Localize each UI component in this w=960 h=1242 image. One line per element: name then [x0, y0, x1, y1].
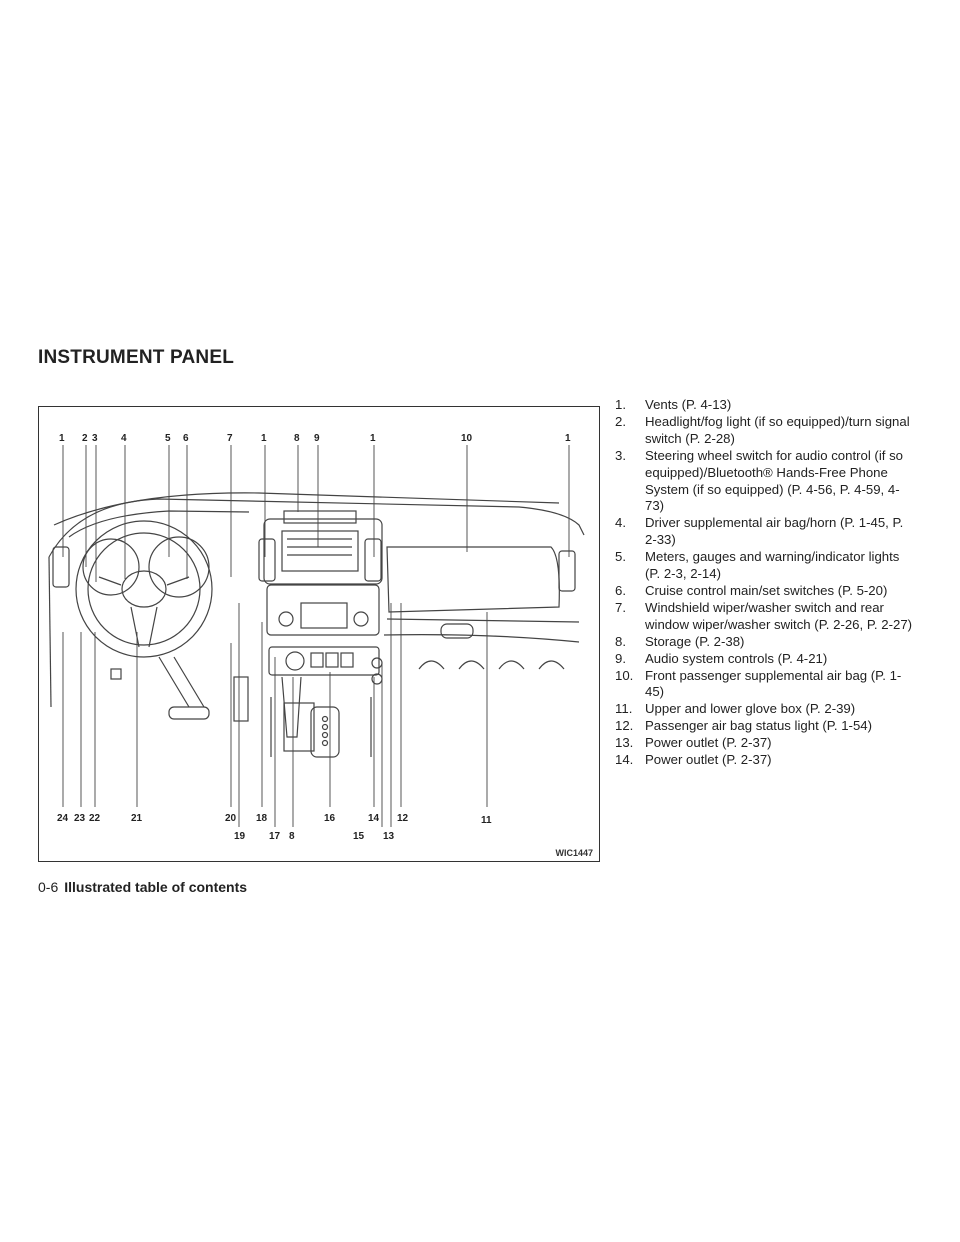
- list-item: 11. Upper and lower glove box (P. 2-39): [615, 701, 915, 718]
- item-text: Cruise control main/set switches (P. 5-2…: [645, 582, 888, 598]
- item-text: Audio system controls (P. 4-21): [645, 650, 828, 666]
- instrument-panel-figure: 1 2 3 4 5 6 7 1 8 9 1 10 1 24 23 22 21 2…: [38, 406, 600, 862]
- callout-label: 19: [234, 831, 246, 842]
- component-list: 1. Vents (P. 4-13) 2. Headlight/fog light …: [615, 397, 915, 769]
- callout-label: 22: [89, 813, 101, 824]
- item-text: Steering wheel switch for audio control …: [645, 447, 904, 514]
- item-number: 2.: [615, 413, 626, 429]
- list-item: 14. Power outlet (P. 2-37): [615, 752, 915, 769]
- callout-label: 1: [261, 433, 267, 444]
- list-item: 2. Headlight/fog light (if so equipped)/t…: [615, 414, 915, 448]
- item-text: Headlight/fog light (if so equipped)/tur…: [645, 413, 910, 446]
- item-text: Storage (P. 2-38): [645, 633, 745, 649]
- callout-label: 7: [227, 433, 233, 444]
- callout-label: 1: [565, 433, 571, 444]
- item-text: Windshield wiper/washer switch and rear …: [645, 599, 913, 632]
- item-number: 11.: [615, 701, 633, 717]
- callout-label: 17: [269, 831, 281, 842]
- callout-label: 4: [121, 433, 127, 444]
- callout-label: 1: [59, 433, 65, 444]
- list-item: 10. Front passenger supplemental air bag …: [615, 668, 915, 702]
- callout-label: 1: [370, 433, 376, 444]
- callout-label: 3: [92, 433, 98, 444]
- page-footer: 0-6 Illustrated table of contents: [38, 879, 247, 895]
- dashboard-illustration: [48, 445, 585, 827]
- item-text: Driver supplemental air bag/horn (P. 1-4…: [645, 515, 904, 548]
- item-text: Front passenger supplemental air bag (P.…: [645, 667, 902, 700]
- item-text: Power outlet (P. 2-37): [645, 752, 772, 768]
- callout-label: 11: [481, 815, 492, 826]
- list-item: 6. Cruise control main/set switches (P. 5…: [615, 583, 915, 600]
- callout-label: 10: [461, 433, 473, 444]
- list-item: 1. Vents (P. 4-13): [615, 397, 915, 414]
- section-title: INSTRUMENT PANEL: [38, 347, 235, 368]
- item-number: 1.: [615, 397, 626, 412]
- item-text: Upper and lower glove box (P. 2-39): [645, 701, 856, 717]
- item-number: 5.: [615, 549, 626, 565]
- item-number: 7.: [615, 599, 626, 615]
- item-text: Passenger air bag status light (P. 1-54): [645, 718, 872, 734]
- callout-label: 21: [131, 813, 143, 824]
- page-number: 0-6: [38, 879, 59, 895]
- callout-label: 12: [397, 813, 409, 824]
- callout-label: 6: [183, 433, 189, 444]
- item-number: 12.: [615, 718, 634, 734]
- figure-code: WIC1447: [555, 848, 593, 858]
- item-number: 9.: [615, 650, 626, 666]
- list-item: 13. Power outlet (P. 2-37): [615, 735, 915, 752]
- item-number: 3.: [615, 447, 626, 463]
- list-item: 9. Audio system controls (P. 4-21): [615, 651, 915, 668]
- chapter-title: Illustrated table of contents: [64, 879, 248, 895]
- list-item: 12. Passenger air bag status light (P. 1-…: [615, 718, 915, 735]
- callout-label: 15: [353, 831, 365, 842]
- callout-label: 23: [74, 813, 86, 824]
- callout-label: 16: [324, 813, 336, 824]
- item-text: Meters, gauges and warning/indicator lig…: [645, 549, 900, 582]
- item-number: 6.: [615, 582, 626, 598]
- item-number: 14.: [615, 752, 634, 768]
- item-text: Power outlet (P. 2-37): [645, 735, 772, 751]
- callout-label: 5: [165, 433, 171, 444]
- callout-label: 14: [368, 813, 380, 824]
- callout-label: 8: [289, 831, 295, 842]
- item-number: 4.: [615, 515, 626, 531]
- item-number: 8.: [615, 633, 626, 649]
- callout-label: 8: [294, 433, 300, 444]
- callout-label: 2: [82, 433, 88, 444]
- list-item: 4. Driver supplemental air bag/horn (P. 1…: [615, 515, 915, 549]
- list-item: 8. Storage (P. 2-38): [615, 634, 915, 651]
- callout-label: 9: [314, 433, 320, 444]
- item-number: 13.: [615, 735, 634, 751]
- callout-label: 13: [383, 831, 395, 842]
- item-number: 10.: [615, 667, 634, 683]
- list-item: 7. Windshield wiper/washer switch and rea…: [615, 600, 915, 634]
- list-item: 3. Steering wheel switch for audio contro…: [615, 448, 915, 516]
- callout-label: 20: [225, 813, 237, 824]
- list-item: 5. Meters, gauges and warning/indicator l…: [615, 549, 915, 583]
- item-text: Vents (P. 4-13): [645, 397, 732, 412]
- callout-label: 18: [256, 813, 268, 824]
- callout-label: 24: [57, 813, 69, 824]
